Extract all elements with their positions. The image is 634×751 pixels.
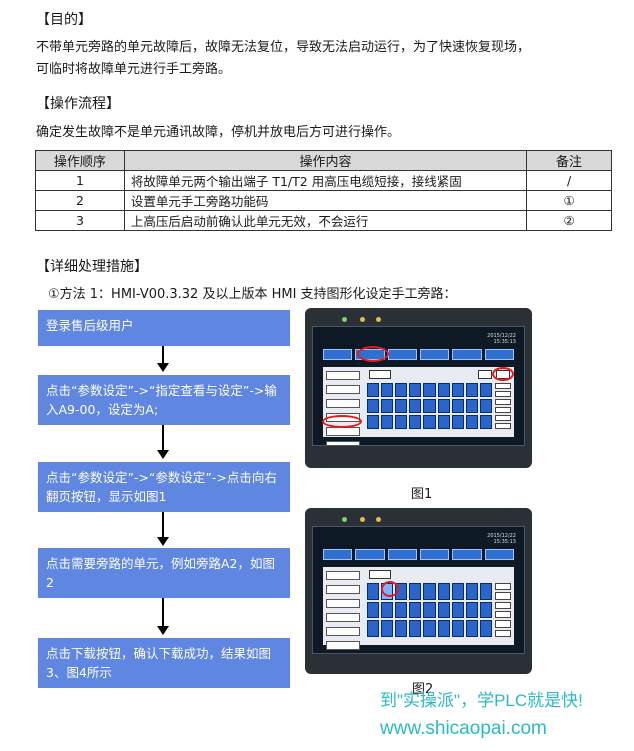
purpose-line-1: 不带单元旁路的单元故障后，故障无法复位，导致无法启动运行，为了快速恢复现场， [36, 40, 531, 55]
col-header-content: 操作内容 [123, 150, 528, 171]
figure-2-caption: 图2 [412, 682, 434, 697]
flow-step-3: 点击“参数设定”->“参数设定”->点击向右翻页按钮，显示如图1 [38, 462, 290, 512]
process-heading: 【操作流程】 [36, 96, 120, 112]
cell-remark: / [526, 170, 612, 191]
detail-heading: 【详细处理措施】 [36, 259, 148, 275]
table-row: 1 将故障单元两个输出端子 T1/T2 用高压电缆短接，接线紧固 / [35, 170, 612, 191]
cell-remark: ② [526, 210, 612, 231]
operation-table: 操作顺序 操作内容 备注 1 将故障单元两个输出端子 T1/T2 用高压电缆短接… [35, 150, 612, 231]
flow-step-2: 点击“参数设定”->“指定查看与设定”->输入A9-00，设定为A; [38, 375, 290, 425]
highlight-ring [357, 346, 389, 362]
flow-step-5: 点击下载按钮，确认下载成功，结果如图3、图4所示 [38, 638, 290, 688]
process-intro: 确定发生故障不是单元通讯故障，停机并放电后方可进行操作。 [36, 125, 401, 140]
cell-content: 将故障单元两个输出端子 T1/T2 用高压电缆短接，接线紧固 [123, 170, 528, 191]
purpose-heading: 【目的】 [36, 12, 92, 28]
col-header-order: 操作顺序 [35, 150, 125, 171]
flow-arrow [157, 346, 169, 372]
col-header-remark: 备注 [526, 150, 612, 171]
flow-step-4: 点击需要旁路的单元，例如旁路A2，如图2 [38, 548, 290, 598]
table-row: 2 设置单元手工旁路功能码 ① [35, 190, 612, 211]
cell-order: 1 [35, 170, 125, 191]
figure-1-caption: 图1 [411, 487, 433, 502]
table-header-row: 操作顺序 操作内容 备注 [35, 150, 612, 171]
highlight-ring [381, 581, 399, 597]
purpose-line-2: 可临时将故障单元进行手工旁路。 [36, 62, 232, 77]
highlight-ring [492, 367, 514, 381]
cell-order: 2 [35, 190, 125, 211]
highlight-ring [322, 415, 362, 428]
watermark-url: www.shicaopai.com [380, 718, 547, 739]
cell-remark: ① [526, 190, 612, 211]
cell-order: 3 [35, 210, 125, 231]
watermark-slogan: 到"实操派"，学PLC就是快! [380, 691, 583, 710]
flow-arrow [157, 598, 169, 635]
cell-content: 上高压后启动前确认此单元无效，不会运行 [123, 210, 528, 231]
cell-content: 设置单元手工旁路功能码 [123, 190, 528, 211]
flow-arrow [157, 512, 169, 546]
flow-arrow [157, 425, 169, 459]
table-row: 3 上高压后启动前确认此单元无效，不会运行 ② [35, 210, 612, 231]
flow-step-1: 登录售后级用户 [38, 310, 290, 346]
method-1-text: ①方法 1：HMI-V00.3.32 及以上版本 HMI 支持图形化设定手工旁路… [48, 287, 457, 302]
